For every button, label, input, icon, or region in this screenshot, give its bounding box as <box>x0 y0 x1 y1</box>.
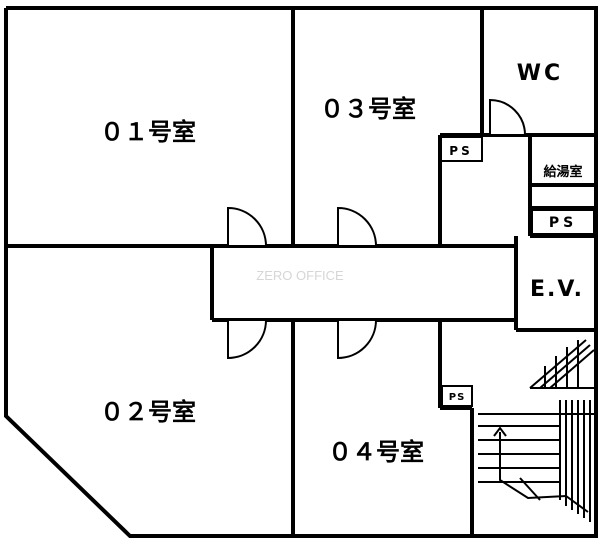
watermark: ZERO OFFICE <box>256 268 344 283</box>
staircase <box>478 339 596 522</box>
wc-label: WC <box>517 61 563 86</box>
elevator-label: E.V. <box>530 277 584 302</box>
ps-box-c <box>441 385 473 407</box>
ps-box-a <box>439 136 483 162</box>
room-02-label: ０２号室 <box>100 398 196 426</box>
ps-label-a: PS <box>449 144 472 158</box>
door-room-01 <box>227 206 268 247</box>
room-04-label: ０４号室 <box>328 438 424 466</box>
door-room-03 <box>337 206 378 247</box>
door-wc <box>489 98 527 136</box>
room-01-label: ０１号室 <box>100 118 196 146</box>
door-room-02 <box>227 319 268 360</box>
room-03-label: ０３号室 <box>320 95 416 123</box>
kitchenette-label: 給湯室 <box>543 164 582 180</box>
ps-label-c: PS <box>449 392 466 403</box>
corridor <box>212 246 518 320</box>
ps-label-b: PS <box>549 215 577 231</box>
ps-box-b <box>531 209 595 235</box>
door-room-04 <box>337 319 378 360</box>
